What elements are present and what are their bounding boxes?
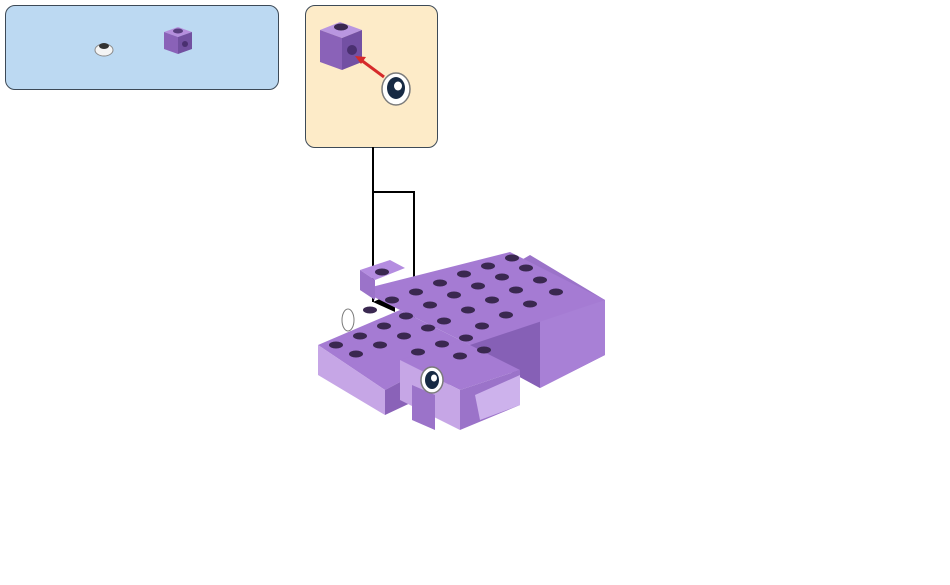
purple-model: [318, 252, 605, 430]
eye-tile-part-icon: [95, 43, 113, 56]
eye-tile: [382, 73, 410, 105]
red-insertion-arrow: [355, 56, 384, 77]
sub-assembly-brick: [320, 22, 362, 70]
side-stud-brick-part-icon: [164, 27, 192, 54]
